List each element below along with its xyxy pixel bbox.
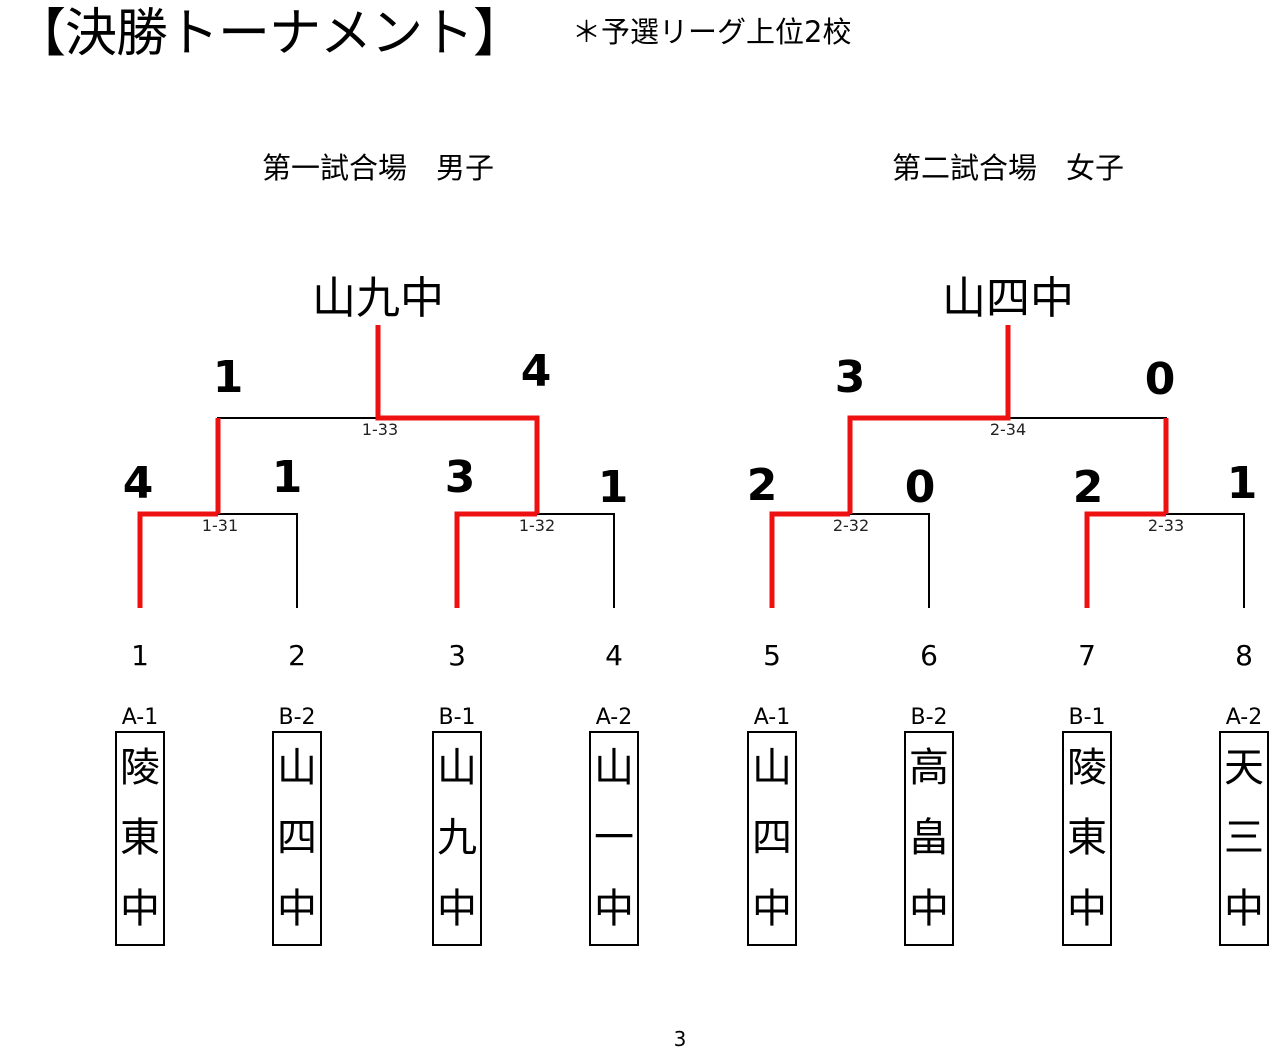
semi-4-right-score: 1 — [1226, 458, 1258, 509]
seed-label: B-2 — [278, 705, 316, 730]
slot-number: 4 — [605, 639, 623, 672]
winner-line-final-2-34 — [847, 325, 1011, 514]
match-id-semi-1-31: 1-31 — [201, 516, 239, 535]
team-char: 中 — [120, 885, 160, 932]
seed-label: B-2 — [910, 705, 948, 730]
seed-label: A-1 — [121, 705, 159, 730]
team-char: 九 — [437, 815, 477, 862]
winner-line-slot-7 — [1084, 511, 1166, 608]
team-char: 中 — [1067, 885, 1107, 932]
team-char: 東 — [1067, 815, 1107, 862]
team-char: 中 — [909, 885, 949, 932]
team-char: 中 — [594, 885, 634, 932]
court-1-heading: 第一試合場 男子 — [261, 151, 494, 185]
team-box-slot-3: 山 九 中 — [432, 731, 482, 946]
semi-3-left-score: 2 — [746, 460, 778, 511]
page-title: 【決勝トーナメント】 — [14, 4, 525, 64]
team-box-slot-2: 山 四 中 — [272, 731, 322, 946]
slot-number: 5 — [763, 639, 781, 672]
final-1-left-score: 1 — [212, 352, 244, 403]
team-char: 天 — [1224, 745, 1264, 792]
seed-label: B-1 — [438, 705, 476, 730]
team-box-slot-1: 陵 東 中 — [115, 731, 165, 946]
qualification-note: ＊予選リーグ上位2校 — [572, 15, 852, 49]
team-char: 山 — [594, 745, 634, 792]
slot-number: 8 — [1235, 639, 1253, 672]
semi-2-right-score: 1 — [597, 462, 629, 513]
team-char: 高 — [909, 745, 949, 792]
team-box-slot-8: 天 三 中 — [1219, 731, 1269, 946]
semi-3-right-score: 0 — [904, 462, 936, 513]
winner-line-slot-1 — [137, 511, 218, 608]
slot-number: 2 — [288, 639, 306, 672]
team-char: 陵 — [120, 745, 160, 792]
team-box-slot-4: 山 一 中 — [589, 731, 639, 946]
page-number: 3 — [673, 1027, 687, 1051]
seed-label: A-1 — [753, 705, 791, 730]
team-char: 一 — [594, 815, 634, 862]
match-id-semi-1-32: 1-32 — [518, 516, 556, 535]
bracket-1-winner-path — [137, 325, 540, 608]
semi-1-right-score: 1 — [271, 452, 303, 503]
match-id-final-1: 1-33 — [361, 420, 399, 439]
match-id-semi-2-32: 2-32 — [832, 516, 870, 535]
seed-label: B-1 — [1068, 705, 1106, 730]
slot-number: 3 — [448, 639, 466, 672]
team-char: 山 — [277, 745, 317, 792]
semi-2-left-score: 3 — [444, 452, 476, 503]
slot-number: 6 — [920, 639, 938, 672]
match-id-semi-2-33: 2-33 — [1147, 516, 1185, 535]
team-char: 中 — [437, 885, 477, 932]
team-box-slot-7: 陵 東 中 — [1062, 731, 1112, 946]
final-2-right-score: 0 — [1144, 354, 1176, 405]
seed-label: A-2 — [1225, 705, 1263, 730]
champion-court-1: 山九中 — [312, 273, 444, 324]
semi-4-left-score: 2 — [1072, 462, 1104, 513]
team-char: 中 — [277, 885, 317, 932]
match-id-final-2: 2-34 — [989, 420, 1027, 439]
slot-number: 7 — [1078, 639, 1096, 672]
court-2-heading: 第二試合場 女子 — [891, 151, 1124, 185]
team-char: 畠 — [909, 815, 949, 862]
champion-court-2: 山四中 — [942, 273, 1074, 324]
team-box-slot-5: 山 四 中 — [747, 731, 797, 946]
bracket-2-winner-path — [769, 325, 1169, 608]
team-char: 四 — [752, 815, 792, 862]
team-char: 山 — [752, 745, 792, 792]
final-2-left-score: 3 — [834, 352, 866, 403]
seed-label: A-2 — [595, 705, 633, 730]
winner-line-slot-5 — [769, 511, 850, 608]
semi-1-left-score: 4 — [122, 458, 154, 509]
slot-number: 1 — [131, 639, 149, 672]
team-char: 山 — [437, 745, 477, 792]
team-char: 四 — [277, 815, 317, 862]
team-char: 中 — [752, 885, 792, 932]
team-box-slot-6: 高 畠 中 — [904, 731, 954, 946]
winner-line-slot-3 — [454, 511, 537, 608]
team-char: 陵 — [1067, 745, 1107, 792]
winner-line-final-1-33 — [375, 325, 540, 514]
team-char: 三 — [1224, 815, 1264, 862]
final-1-right-score: 4 — [520, 346, 552, 397]
team-char: 中 — [1224, 885, 1264, 932]
team-char: 東 — [120, 815, 160, 862]
